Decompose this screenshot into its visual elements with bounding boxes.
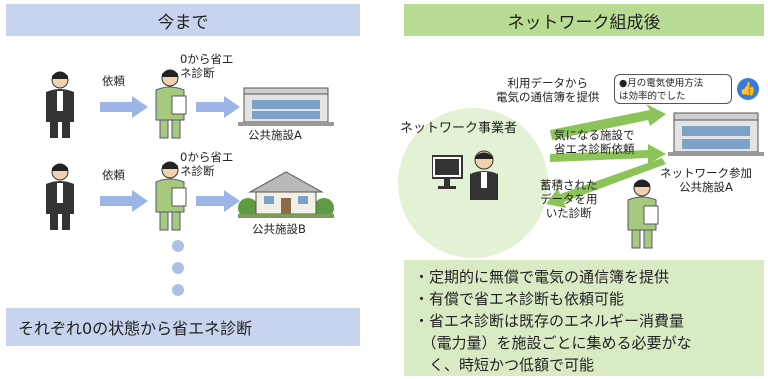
building-icon [668,112,764,156]
continuation-dot [172,262,184,274]
arrow-right-icon [100,96,148,118]
left-header: 今まで [6,4,360,36]
arrow-diagnosis [546,158,666,208]
benefit-item: く、時短かつ低額で可能 [414,356,595,374]
arrow-right-icon [196,190,240,212]
client-person-icon [46,71,74,138]
flow-arrows [546,104,666,208]
participant-facility-label: ネットワーク参加 公共施設A [660,166,752,194]
arrow-to-facility [550,104,666,140]
request-label-1: 依頼 [102,74,125,88]
benefit-item: ・定期的に無償で電気の通信簿を提供 [414,268,670,286]
operator-person-computer-icon [432,150,498,200]
arrow-request [550,144,666,164]
right-header: ネットワーク組成後 [404,4,764,36]
arrow-right-icon [100,190,148,212]
bubble-text: ●月の電気使用方法 は効率的でした [619,78,704,102]
provide-label: 利用データから 電気の通信簿を提供 [496,76,600,104]
engineer-person-icon [155,161,187,231]
speech-bubble: ●月の電気使用方法 は効率的でした [614,74,732,104]
engineer-person-icon [627,179,659,249]
house-icon [238,171,334,218]
diagnosis-label-2: 0から省エ ネ診断 [180,150,234,178]
request-label: 気になる施設で 省エネ診断依頼 [554,128,635,156]
benefit-item: ・有償で省エネ診断も依頼可能 [414,290,625,308]
arrow-right-icon [196,96,240,118]
stored-data-label: 蓄積された データを用 いた診断 [540,178,598,220]
building-icon [238,87,334,126]
operator-label: ネットワーク事業者 [400,121,518,136]
continuation-dot [172,240,184,252]
facility-a-label: 公共施設A [248,128,302,142]
benefit-item: ・省エネ診断は既存のエネルギー消費量 [414,312,685,330]
left-summary: それぞれ0の状態から省エネ診断 [6,308,360,346]
engineer-person-icon [155,69,187,139]
diagnosis-label-1: 0から省エ ネ診断 [180,52,234,80]
facility-b-label: 公共施設B [252,222,306,236]
client-person-icon [46,163,74,230]
thumbs-up-icon: 👍 [737,78,759,100]
benefit-item: （電力量）を施設ごとに集める必要がな [414,334,692,352]
continuation-dot [172,284,184,296]
benefits-box: ・定期的に無償で電気の通信簿を提供 ・有償で省エネ診断も依頼可能 ・省エネ診断は… [404,260,764,376]
request-label-2: 依頼 [102,168,125,182]
